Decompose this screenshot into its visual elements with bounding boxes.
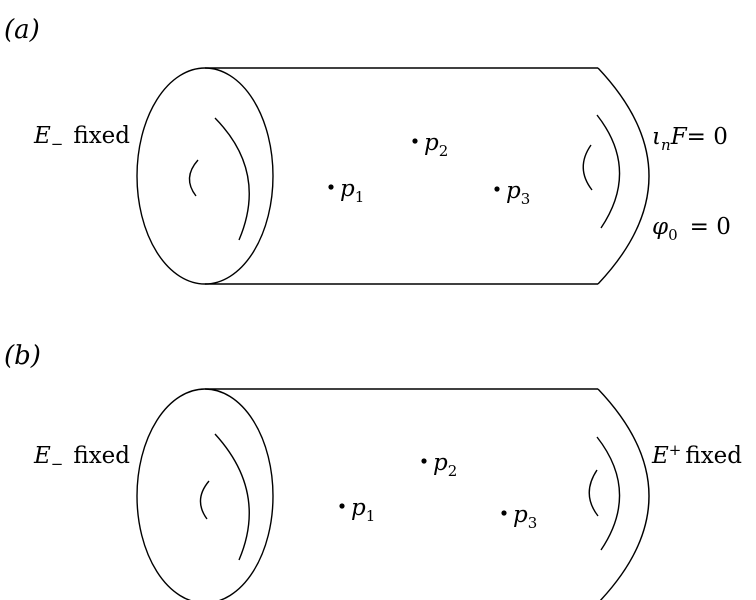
point-p3-a: p3 bbox=[494, 178, 530, 208]
panel-b: (b) E−fixed E+fixed p1 p2 bbox=[4, 341, 742, 600]
left-boundary-label-a: E−fixed bbox=[33, 123, 130, 153]
left-end-ellipse-b bbox=[136, 388, 274, 600]
point-p2-a: p2 bbox=[412, 130, 448, 160]
left-inner-arc-small-a bbox=[188, 159, 199, 197]
point-marker bbox=[494, 186, 500, 192]
panel-a: (a) E−fixed ιnF= 0 φ0= 0 p1 bbox=[4, 15, 731, 285]
cylinder-a bbox=[136, 67, 650, 285]
right-boundary-condition-2-a: φ0= 0 bbox=[652, 214, 731, 244]
panel-b-label: (b) bbox=[4, 341, 41, 371]
right-end-arc-b bbox=[597, 388, 650, 600]
right-boundary-label-b: E+fixed bbox=[651, 441, 742, 469]
point-label: p1 bbox=[351, 495, 375, 525]
point-p3-b: p3 bbox=[501, 502, 537, 532]
left-end-ellipse-a bbox=[136, 67, 274, 285]
right-inner-arc-small-b bbox=[588, 469, 599, 517]
left-inner-arc-small-b bbox=[199, 480, 210, 520]
point-marker bbox=[501, 510, 507, 516]
right-end-arc-a bbox=[597, 67, 650, 285]
right-inner-arc-small-a bbox=[582, 144, 593, 191]
point-label: p1 bbox=[340, 176, 364, 206]
right-inner-arc-large-a bbox=[596, 114, 621, 229]
point-label: p2 bbox=[424, 130, 448, 160]
left-boundary-label-b: E−fixed bbox=[33, 443, 130, 473]
point-label: p3 bbox=[506, 178, 530, 208]
right-inner-arc-large-b bbox=[596, 436, 621, 551]
point-label: p3 bbox=[513, 502, 537, 532]
left-inner-arc-large-a bbox=[214, 117, 250, 241]
point-marker bbox=[339, 503, 345, 509]
point-label: p2 bbox=[433, 450, 457, 480]
point-marker bbox=[421, 458, 427, 464]
point-p1-a: p1 bbox=[328, 176, 364, 206]
point-marker bbox=[412, 138, 418, 144]
right-boundary-condition-1-a: ιnF= 0 bbox=[652, 124, 728, 154]
cylinder-b bbox=[136, 388, 650, 600]
panel-a-label: (a) bbox=[4, 15, 40, 45]
point-marker bbox=[328, 184, 334, 190]
point-p2-b: p2 bbox=[421, 450, 457, 480]
left-inner-arc-large-b bbox=[214, 433, 250, 561]
point-p1-b: p1 bbox=[339, 495, 375, 525]
